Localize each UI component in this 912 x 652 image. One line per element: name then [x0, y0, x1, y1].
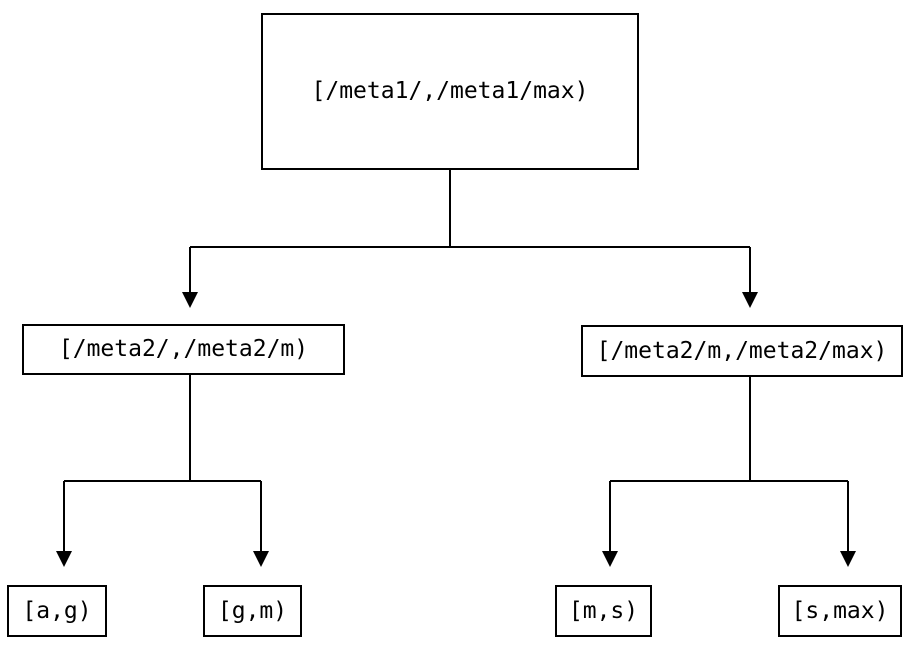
node-leaf-smax-label: [s,max) — [791, 597, 889, 624]
node-root-label: [/meta1/,/meta1/max) — [311, 78, 589, 104]
edges-from-root — [182, 170, 758, 308]
node-leaf-smax: [s,max) — [778, 585, 902, 637]
node-leaf-ms: [m,s) — [555, 585, 652, 637]
node-leaf-ag-label: [a,g) — [22, 597, 92, 624]
node-root: [/meta1/,/meta1/max) — [261, 13, 639, 170]
node-meta2-low: [/meta2/,/meta2/m) — [22, 324, 345, 375]
arrowhead-meta2-high-to-leaf-ms — [602, 551, 618, 567]
arrowhead-meta2-low-to-leaf-ag — [56, 551, 72, 567]
arrowhead-root-to-meta2-low — [182, 292, 198, 308]
node-leaf-ag: [a,g) — [7, 585, 107, 637]
node-leaf-gm-label: [g,m) — [217, 597, 288, 624]
arrowhead-meta2-high-to-leaf-smax — [840, 551, 856, 567]
node-leaf-gm: [g,m) — [203, 585, 302, 637]
edges-from-meta2-high — [602, 377, 856, 567]
node-leaf-ms-label: [m,s) — [568, 597, 639, 624]
edge-root-branch-line — [189, 170, 751, 293]
edge-meta2-high-branch-line — [609, 377, 849, 552]
arrowhead-root-to-meta2-high — [742, 292, 758, 308]
edges-from-meta2-low — [56, 375, 269, 567]
node-meta2-high-label: [/meta2/m,/meta2/max) — [596, 337, 888, 364]
node-meta2-low-label: [/meta2/,/meta2/m) — [58, 336, 309, 362]
arrowhead-meta2-low-to-leaf-gm — [253, 551, 269, 567]
node-meta2-high: [/meta2/m,/meta2/max) — [581, 325, 903, 377]
edge-meta2-low-branch-line — [63, 375, 262, 552]
